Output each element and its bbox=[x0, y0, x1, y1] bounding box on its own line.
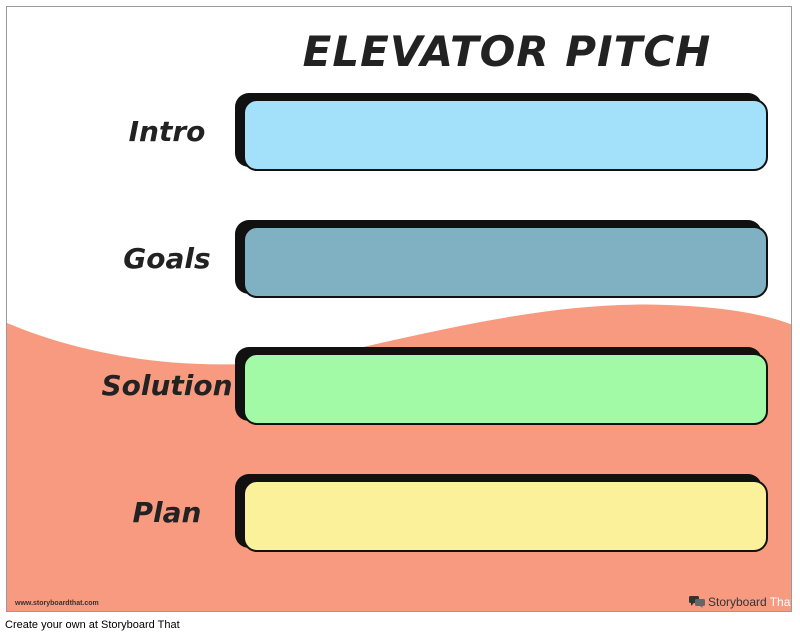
brand-that: That bbox=[769, 595, 792, 609]
worksheet-page: ELEVATOR PITCH Intro Goals Solution Plan… bbox=[6, 6, 792, 612]
goals-text-box[interactable] bbox=[243, 226, 768, 298]
footer-caption: Create your own at Storyboard That bbox=[5, 619, 180, 631]
footer-url: www.storyboardthat.com bbox=[15, 600, 99, 607]
row-label-plan: Plan bbox=[132, 496, 202, 529]
row-label-goals: Goals bbox=[123, 242, 211, 275]
row-label-solution: Solution bbox=[101, 369, 233, 402]
plan-text-box[interactable] bbox=[243, 480, 768, 552]
speech-bubbles-icon bbox=[689, 596, 705, 608]
intro-text-box[interactable] bbox=[243, 99, 768, 171]
brand-storyboard: Storyboard bbox=[708, 595, 767, 609]
row-label-intro: Intro bbox=[128, 115, 206, 148]
solution-text-box[interactable] bbox=[243, 353, 768, 425]
worksheet-title: ELEVATOR PITCH bbox=[302, 27, 712, 76]
